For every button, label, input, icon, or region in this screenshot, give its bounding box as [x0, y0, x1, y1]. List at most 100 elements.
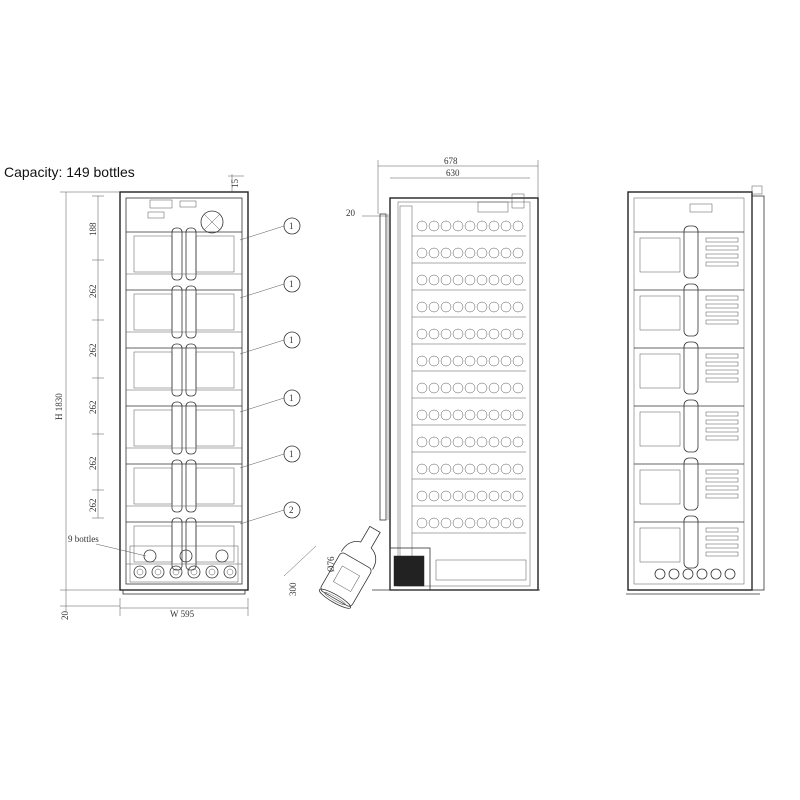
bottle-end-inner [172, 568, 180, 576]
bottle-end [476, 517, 488, 529]
bottle-side [705, 485, 739, 491]
bottle-neck [683, 341, 699, 395]
bottle-side [705, 369, 739, 375]
bottle-end [464, 409, 476, 421]
bottle-stack [639, 295, 681, 331]
bottle-stack [639, 353, 681, 389]
callout-leader [239, 509, 285, 525]
callout-circle [283, 217, 301, 235]
bottle-neck [171, 227, 183, 281]
bottle-end [416, 301, 428, 313]
bottle-side [705, 261, 739, 267]
bottle-end [488, 436, 500, 448]
bottle-end [416, 382, 428, 394]
side-view: 678 630 20 [346, 156, 540, 591]
bottle-end [440, 220, 452, 232]
bottle-end [133, 565, 147, 579]
bottle-side [705, 543, 739, 549]
bottle-neck [185, 459, 197, 513]
bottle-end [440, 355, 452, 367]
bottle-end [416, 328, 428, 340]
bottle-end [428, 436, 440, 448]
bottle-stack [195, 409, 235, 447]
bottle-end [512, 436, 524, 448]
bottle-side [705, 419, 739, 425]
bottle-neck [185, 517, 197, 571]
bottle-end [428, 490, 440, 502]
bottle-end [476, 490, 488, 502]
bottle-end [452, 463, 464, 475]
width-dimension: W 595 [170, 609, 195, 619]
bottle-diameter-dimension: Ø76 [326, 556, 336, 572]
bottle-stack [639, 527, 681, 563]
callout-number: 1 [289, 449, 294, 459]
door-dimension: 20 [346, 208, 356, 218]
bottle-side [705, 469, 739, 475]
bottle-side [705, 361, 739, 367]
bottle-end [428, 220, 440, 232]
bottle-stack [639, 237, 681, 273]
bottle-end [428, 301, 440, 313]
bottle-end [452, 382, 464, 394]
bottle-stack [133, 293, 173, 331]
bottle-end [452, 328, 464, 340]
bottle-end [440, 436, 452, 448]
bottle-stack [133, 235, 173, 273]
bottle-end [179, 549, 193, 563]
bottle-end [488, 328, 500, 340]
bottle-side [705, 303, 739, 309]
bottle-end [440, 328, 452, 340]
bottle-drawing [318, 525, 381, 609]
bottle-neck [185, 401, 197, 455]
bottle-end [440, 247, 452, 259]
bottle-end [428, 382, 440, 394]
bottle-stack [195, 467, 235, 505]
bottle-end [452, 220, 464, 232]
bottle-end [488, 463, 500, 475]
callout-number: 2 [289, 505, 294, 515]
bottle-end [488, 247, 500, 259]
bottle-end [464, 355, 476, 367]
bottle-neck [185, 227, 197, 281]
bottle-end [500, 274, 512, 286]
bottle-end-inner [136, 568, 144, 576]
bottle-side [705, 237, 739, 243]
bottle-side [705, 535, 739, 541]
bottle-end [488, 274, 500, 286]
height-dimension: H 1830 [54, 393, 64, 420]
bottle-end [500, 247, 512, 259]
bottle-neck [171, 517, 183, 571]
bottle-end [464, 382, 476, 394]
bottle-end [512, 490, 524, 502]
bottle-stack [133, 525, 173, 563]
bottle-side [705, 411, 739, 417]
bottle-end-inner [154, 568, 162, 576]
bottle-end [512, 463, 524, 475]
bottle-stack [195, 351, 235, 389]
bottle-stack [133, 467, 173, 505]
third-shelves [634, 225, 744, 569]
bottle-stack [195, 235, 235, 273]
bottle-stack [639, 411, 681, 447]
bottle-end [416, 355, 428, 367]
bottle-end [500, 328, 512, 340]
third-door [751, 195, 765, 591]
bottle-end [476, 247, 488, 259]
bottle-end [452, 490, 464, 502]
bottle-end [416, 220, 428, 232]
bottle-end-inner [226, 568, 234, 576]
bottle-neck [171, 285, 183, 339]
bottle-stack [195, 293, 235, 331]
front-shelves [126, 227, 242, 571]
outer-depth-dimension: 678 [444, 156, 458, 166]
bottle-end [416, 463, 428, 475]
bottle-stack [639, 469, 681, 505]
bottle-end [654, 568, 666, 580]
callout-circle [283, 275, 301, 293]
callout-leader [239, 339, 285, 355]
bottle-end [512, 301, 524, 313]
bottle-end [464, 220, 476, 232]
